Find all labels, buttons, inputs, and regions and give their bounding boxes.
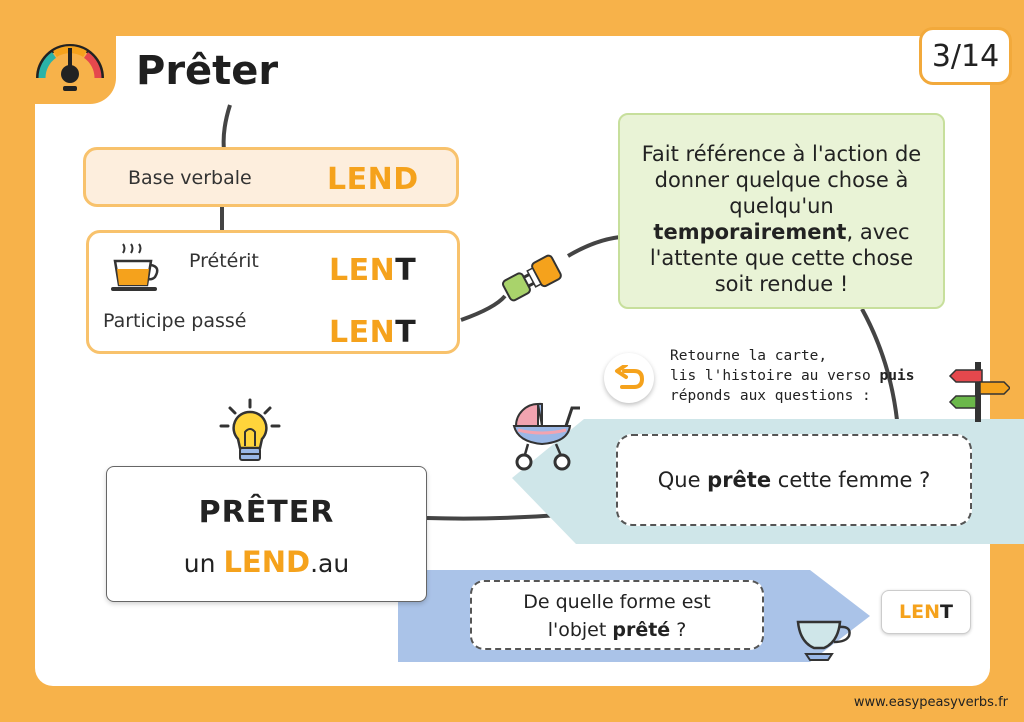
past-forms-box: Prétérit LENT Participe passé LENT: [86, 230, 460, 354]
speedometer-icon: [36, 44, 104, 91]
question-object-form: De quelle forme est l'objet prêté ?: [470, 580, 764, 650]
lightbulb-icon: [219, 398, 281, 461]
instruction-line: réponds aux questions :: [670, 388, 871, 404]
question-line: De quelle forme est: [523, 591, 711, 613]
definition-line: donner quelque chose à: [654, 168, 909, 192]
flip-card-button[interactable]: [604, 353, 654, 403]
definition-line: Fait référence à l'action de: [641, 142, 922, 166]
definition-line: temporairement, avec: [653, 220, 910, 244]
definition-line: soit rendue !: [714, 272, 849, 296]
connector-line-right: [860, 308, 899, 421]
footer-website: www.easypeasyverbs.fr: [853, 695, 1008, 710]
preterit-verb: LENT: [329, 253, 417, 288]
instruction-line: lis l'histoire au verso puis: [670, 368, 915, 384]
back-arrow-icon: [615, 365, 644, 389]
cup-icon: [796, 620, 851, 661]
preterit-label: Prétérit: [189, 250, 259, 272]
plug-icon: [501, 254, 562, 302]
connector-line-plug-left: [460, 294, 507, 322]
connector-line-plug-right: [566, 235, 621, 258]
participle-verb: LENT: [329, 315, 417, 350]
definition-line: quelqu'un: [729, 194, 834, 218]
stroller-icon: [512, 402, 580, 471]
definition-line: l'attente que cette chose: [649, 246, 914, 270]
teacup-icon: [111, 243, 159, 291]
page-counter: 3/14: [919, 27, 1012, 85]
connector-line-top: [221, 104, 232, 151]
summary-card: PRÊTER un LEND.au: [106, 466, 427, 602]
base-form-verb: LEND: [327, 162, 419, 197]
question-what-lent: Que prête cette femme ?: [616, 434, 972, 526]
signpost-icon: [948, 362, 1010, 422]
base-form-label: Base verbale: [128, 167, 252, 189]
instructions: Retourne la carte, lis l'histoire au ver…: [670, 346, 914, 406]
logo-tab: [20, 18, 116, 104]
participle-label: Participe passé: [103, 310, 247, 332]
summary-mnemonic: un LEND.au: [183, 545, 350, 579]
base-form-box: Base verbale LEND: [83, 147, 459, 207]
definition-box: Fait référence à l'action de donner quel…: [618, 113, 945, 309]
summary-title: PRÊTER: [198, 495, 335, 530]
connector-line-bottom: [426, 513, 561, 521]
instruction-line: Retourne la carte,: [670, 348, 828, 364]
question-line: l'objet prêté ?: [547, 619, 687, 641]
page-title: Prêter: [136, 48, 279, 94]
